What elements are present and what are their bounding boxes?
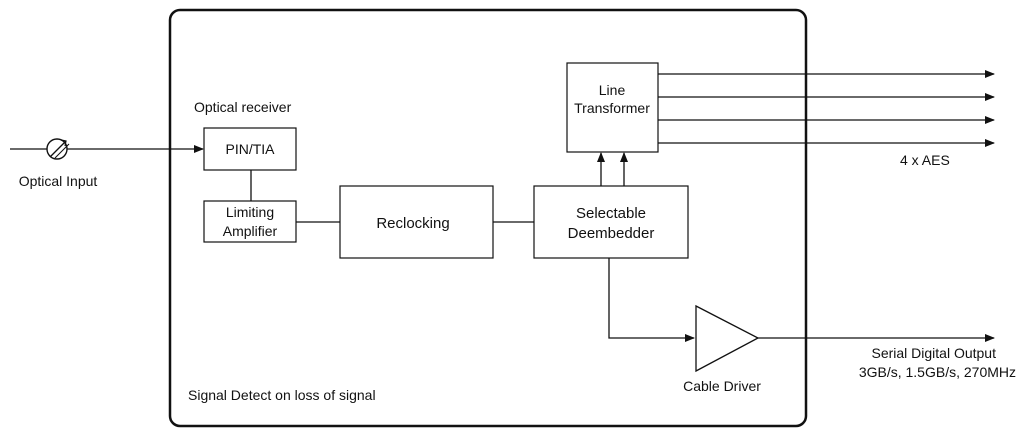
limiting-amplifier-block xyxy=(203,200,297,243)
deembedder-label-1: Selectable xyxy=(576,205,646,222)
line-transformer-block xyxy=(566,62,659,153)
serial-digital-output-label: Serial Digital Output xyxy=(871,345,996,361)
limiting-amplifier-label-2: Amplifier xyxy=(223,223,278,239)
line-transformer-label-1: Line xyxy=(599,82,626,98)
deembedder-to-driver-arrow xyxy=(608,258,695,342)
serial-digital-output-rates: 3GB/s, 1.5GB/s, 270MHz xyxy=(859,364,1016,380)
deembedder-block xyxy=(533,185,689,259)
aes-output-label: 4 x AES xyxy=(900,152,950,168)
deembedder-label-2: Deembedder xyxy=(568,225,655,242)
pin-tia-block xyxy=(203,127,297,171)
line-transformer-label-2: Transformer xyxy=(574,100,650,116)
enclosure-frame xyxy=(168,8,808,428)
reclocking-block xyxy=(339,185,494,259)
optical-receiver-label: Optical receiver xyxy=(194,99,292,115)
reclocking-label: Reclocking xyxy=(376,215,449,232)
cable-driver-triangle xyxy=(695,304,760,373)
pin-tia-label: PIN/TIA xyxy=(225,141,275,157)
signal-detect-label: Signal Detect on loss of signal xyxy=(188,387,376,403)
cable-driver-label: Cable Driver xyxy=(683,378,761,394)
optical-connector-icon xyxy=(46,138,70,160)
limiting-amplifier-label-1: Limiting xyxy=(226,204,274,220)
optical-input-label: Optical Input xyxy=(19,173,98,189)
